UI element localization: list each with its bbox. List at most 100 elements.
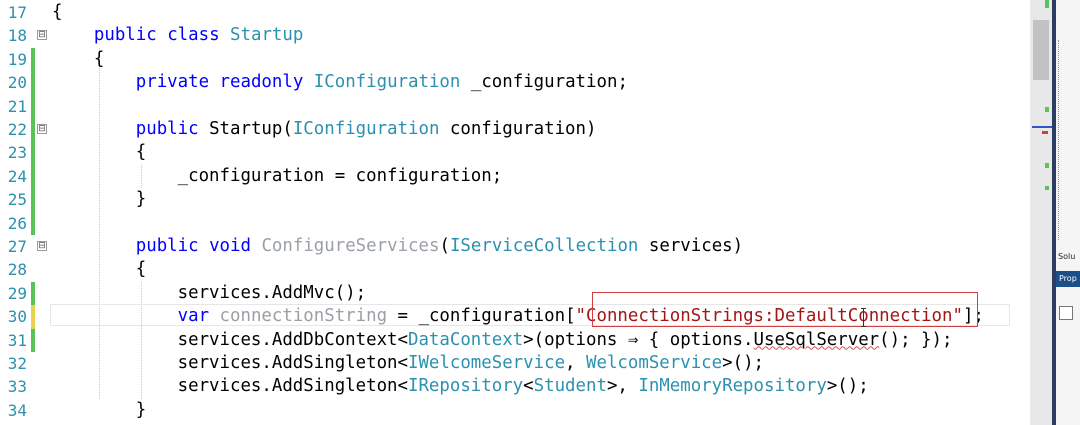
code-token: _configuration; (460, 72, 628, 93)
change-marker (1045, 107, 1049, 112)
code-text[interactable]: { (52, 141, 146, 164)
code-token: >(); (722, 353, 765, 373)
panel-splitter[interactable] (1052, 0, 1056, 425)
code-text[interactable]: } (52, 399, 146, 422)
code-token: { (52, 2, 63, 22)
code-text[interactable]: services.AddDbContext<DataContext>(optio… (52, 329, 953, 352)
code-line[interactable]: 30 var connectionString = _configuration… (0, 305, 1030, 329)
code-text[interactable]: services.AddSingleton<IWelcomeService, W… (52, 352, 764, 375)
code-text[interactable]: { (52, 1, 62, 24)
line-number: 23 (7, 143, 27, 163)
code-line[interactable]: 27⊟ public void ConfigureServices(IServi… (0, 235, 1030, 258)
line-number: 30 (7, 307, 27, 327)
change-indicator (31, 94, 35, 118)
change-marker (1045, 186, 1049, 190)
tree-guides (1058, 40, 1079, 240)
code-line[interactable]: 29 services.AddMvc(); (0, 281, 1030, 306)
code-line[interactable]: 23 { (0, 141, 1030, 165)
code-token: _configuration = configuration; (52, 165, 503, 186)
code-line[interactable]: 28 { (0, 258, 1030, 281)
solution-explorer-label[interactable]: Solu (1058, 252, 1076, 261)
code-token: services) (638, 236, 744, 256)
code-token: IServiceCollection (449, 236, 639, 256)
code-text[interactable]: services.AddMvc(); (52, 282, 366, 305)
code-token: { (52, 142, 147, 163)
line-number: 17 (7, 3, 27, 22)
code-token: { (52, 48, 105, 69)
change-indicator (31, 188, 35, 212)
code-text[interactable]: var connectionString = _configuration["C… (52, 305, 984, 328)
code-token (52, 236, 136, 256)
code-token: { (52, 259, 147, 280)
code-token: services.AddSingleton< (52, 353, 408, 373)
properties-tab[interactable]: Prop (1056, 271, 1080, 287)
code-token: connectionString (219, 306, 388, 327)
collapse-icon[interactable]: ⊟ (37, 30, 47, 41)
line-number: 26 (7, 213, 27, 233)
line-number: 20 (7, 73, 27, 93)
properties-grid-icon[interactable] (1059, 306, 1073, 320)
code-token (251, 236, 261, 256)
code-line[interactable]: 22⊟ public Startup(IConfiguration config… (0, 118, 1030, 142)
indent-guide (141, 164, 142, 189)
code-token: readonly (219, 72, 304, 93)
code-token: } (52, 189, 147, 210)
code-token: IConfiguration (292, 119, 440, 139)
code-token: DataContext (407, 329, 524, 350)
code-token: InMemoryRepository (638, 376, 827, 397)
code-token (220, 25, 230, 45)
code-token: , (565, 353, 586, 373)
change-indicator (31, 118, 35, 142)
code-token: IConfiguration (313, 72, 461, 93)
line-number: 19 (7, 49, 27, 69)
code-token: public (135, 119, 199, 139)
code-token: WelcomService (586, 353, 723, 373)
code-token: IRepository (407, 376, 524, 397)
code-text[interactable]: public Startup(IConfiguration configurat… (52, 118, 597, 141)
scrollbar-thumb[interactable] (1033, 20, 1049, 80)
code-text[interactable]: public class Startup (52, 24, 303, 47)
code-line[interactable]: 25 } (0, 188, 1030, 212)
code-token (209, 306, 219, 326)
code-line[interactable]: 32 services.AddSingleton<IWelcomeService… (0, 352, 1030, 375)
code-line[interactable]: 31 services.AddDbContext<DataContext>(op… (0, 328, 1030, 352)
code-line[interactable]: 24 _configuration = configuration; (0, 164, 1030, 189)
change-indicator (31, 47, 35, 72)
line-number: 24 (7, 166, 27, 186)
code-token (52, 119, 136, 139)
code-token: IWelcomeService (407, 353, 566, 373)
code-token: "ConnectionStrings:DefaultConnection" (575, 306, 963, 327)
code-text[interactable]: private readonly IConfiguration _configu… (52, 71, 628, 94)
code-text[interactable]: _configuration = configuration; (52, 165, 503, 188)
code-text[interactable]: } (52, 188, 146, 211)
code-line[interactable]: 21 (0, 94, 1030, 118)
code-token: var (177, 306, 210, 327)
code-text[interactable]: services.AddSingleton<IRepository<Studen… (52, 375, 869, 398)
code-text[interactable]: { (52, 48, 104, 71)
line-number: 32 (7, 354, 27, 373)
change-indicator (31, 164, 35, 189)
code-line[interactable]: 26 (0, 211, 1030, 235)
change-marker (1045, 0, 1049, 8)
code-token: >(); (826, 376, 869, 397)
change-indicator (31, 211, 35, 235)
code-line[interactable]: 20 private readonly IConfiguration _conf… (0, 71, 1030, 95)
code-token (303, 72, 313, 92)
collapse-icon[interactable]: ⊟ (37, 124, 47, 134)
code-line[interactable]: 18⊟ public class Startup (0, 24, 1030, 47)
collapse-icon[interactable]: ⊟ (37, 241, 47, 251)
code-text[interactable]: public void ConfigureServices(IServiceCo… (52, 235, 743, 258)
code-text[interactable]: { (52, 258, 146, 281)
vertical-scrollbar[interactable] (1030, 0, 1052, 425)
code-token: configuration) (439, 119, 597, 139)
code-token: Startup( (198, 119, 293, 139)
code-line[interactable]: 34 } (0, 399, 1030, 422)
code-line[interactable]: 17 { (0, 1, 1030, 24)
line-number: 29 (7, 283, 27, 303)
code-line[interactable]: 19 { (0, 47, 1030, 72)
code-token: (); }); (879, 329, 953, 350)
change-indicator (31, 305, 35, 329)
line-number: 31 (7, 330, 27, 350)
code-line[interactable]: 33 services.AddSingleton<IRepository<Stu… (0, 375, 1030, 398)
